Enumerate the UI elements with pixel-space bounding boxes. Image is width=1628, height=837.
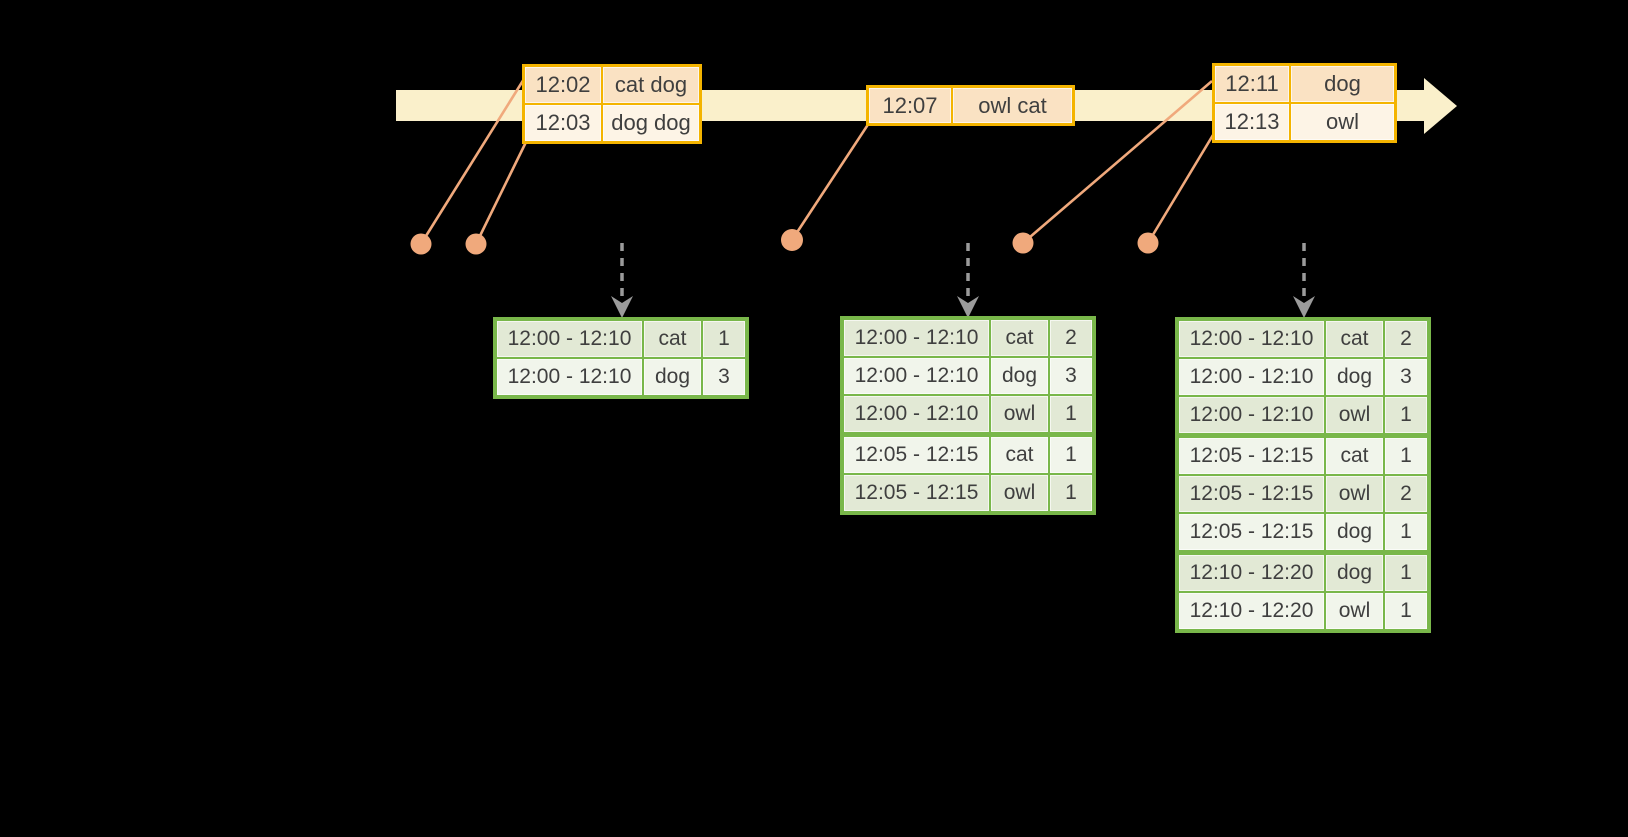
timeline-arrowhead-icon [1424, 78, 1457, 134]
window-cell: 12:00 - 12:10 [1176, 395, 1326, 437]
connector-line-2 [474, 139, 529, 245]
count-cell: 1 [1383, 591, 1430, 632]
count-cell: 1 [1383, 433, 1430, 476]
trigger-arrow-1 [611, 243, 633, 318]
count-cell: 2 [1383, 318, 1430, 359]
event-dot-5 [1137, 232, 1159, 254]
words-cell: dog [1289, 63, 1397, 104]
word-cell: cat [1324, 318, 1385, 359]
count-cell: 3 [701, 357, 748, 398]
count-cell: 1 [1383, 512, 1430, 554]
count-cell: 1 [1383, 395, 1430, 437]
count-cell: 2 [1383, 474, 1430, 514]
count-cell: 3 [1048, 356, 1095, 396]
words-cell: owl [1289, 102, 1397, 143]
word-cell: owl [1324, 591, 1385, 632]
count-cell: 1 [1048, 394, 1095, 436]
time-cell: 12:07 [866, 85, 953, 126]
count-cell: 1 [1383, 550, 1430, 593]
word-cell: cat [1324, 433, 1385, 476]
window-cell: 12:05 - 12:15 [1176, 512, 1326, 554]
window-cell: 12:05 - 12:15 [1176, 433, 1326, 476]
count-cell: 1 [1048, 432, 1095, 475]
word-cell: cat [642, 318, 703, 359]
word-cell: dog [1324, 357, 1385, 397]
word-cell: cat [989, 432, 1050, 475]
window-cell: 12:10 - 12:20 [1176, 550, 1326, 593]
count-cell: 1 [701, 318, 748, 359]
trigger-arrow-2 [957, 243, 979, 318]
arrow-down-icon [1293, 296, 1315, 318]
word-cell: owl [1324, 395, 1385, 437]
count-cell: 3 [1383, 357, 1430, 397]
word-cell: owl [989, 473, 1050, 514]
event-dot-2 [465, 233, 487, 255]
word-cell: owl [989, 394, 1050, 436]
arrow-down-icon [957, 296, 979, 318]
time-cell: 12:02 [522, 64, 603, 105]
time-cell: 12:03 [522, 103, 603, 144]
words-cell: owl cat [951, 85, 1075, 126]
window-cell: 12:05 - 12:15 [841, 473, 991, 514]
connector-line-5 [1146, 134, 1215, 244]
window-cell: 12:00 - 12:10 [841, 394, 991, 436]
words-cell: cat dog [601, 64, 702, 105]
window-cell: 12:00 - 12:10 [1176, 357, 1326, 397]
word-cell: dog [989, 356, 1050, 396]
window-cell: 12:00 - 12:10 [1176, 318, 1326, 359]
word-cell: dog [1324, 512, 1385, 554]
window-cell: 12:05 - 12:15 [1176, 474, 1326, 514]
words-cell: dog dog [601, 103, 702, 144]
word-cell: dog [642, 357, 703, 398]
trigger-arrow-3 [1293, 243, 1315, 318]
window-cell: 12:10 - 12:20 [1176, 591, 1326, 632]
arrow-down-icon [611, 296, 633, 318]
count-cell: 2 [1048, 317, 1095, 358]
time-cell: 12:11 [1212, 63, 1291, 104]
window-cell: 12:05 - 12:15 [841, 432, 991, 475]
word-cell: owl [1324, 474, 1385, 514]
event-dot-3 [781, 229, 803, 251]
word-cell: dog [1324, 550, 1385, 593]
event-dot-1 [410, 233, 432, 255]
time-cell: 12:13 [1212, 102, 1291, 143]
connector-line-3 [790, 122, 871, 241]
event-dot-4 [1012, 232, 1034, 254]
window-cell: 12:00 - 12:10 [841, 356, 991, 396]
window-cell: 12:00 - 12:10 [494, 357, 644, 398]
count-cell: 1 [1048, 473, 1095, 514]
window-cell: 12:00 - 12:10 [841, 317, 991, 358]
window-cell: 12:00 - 12:10 [494, 318, 644, 359]
word-cell: cat [989, 317, 1050, 358]
